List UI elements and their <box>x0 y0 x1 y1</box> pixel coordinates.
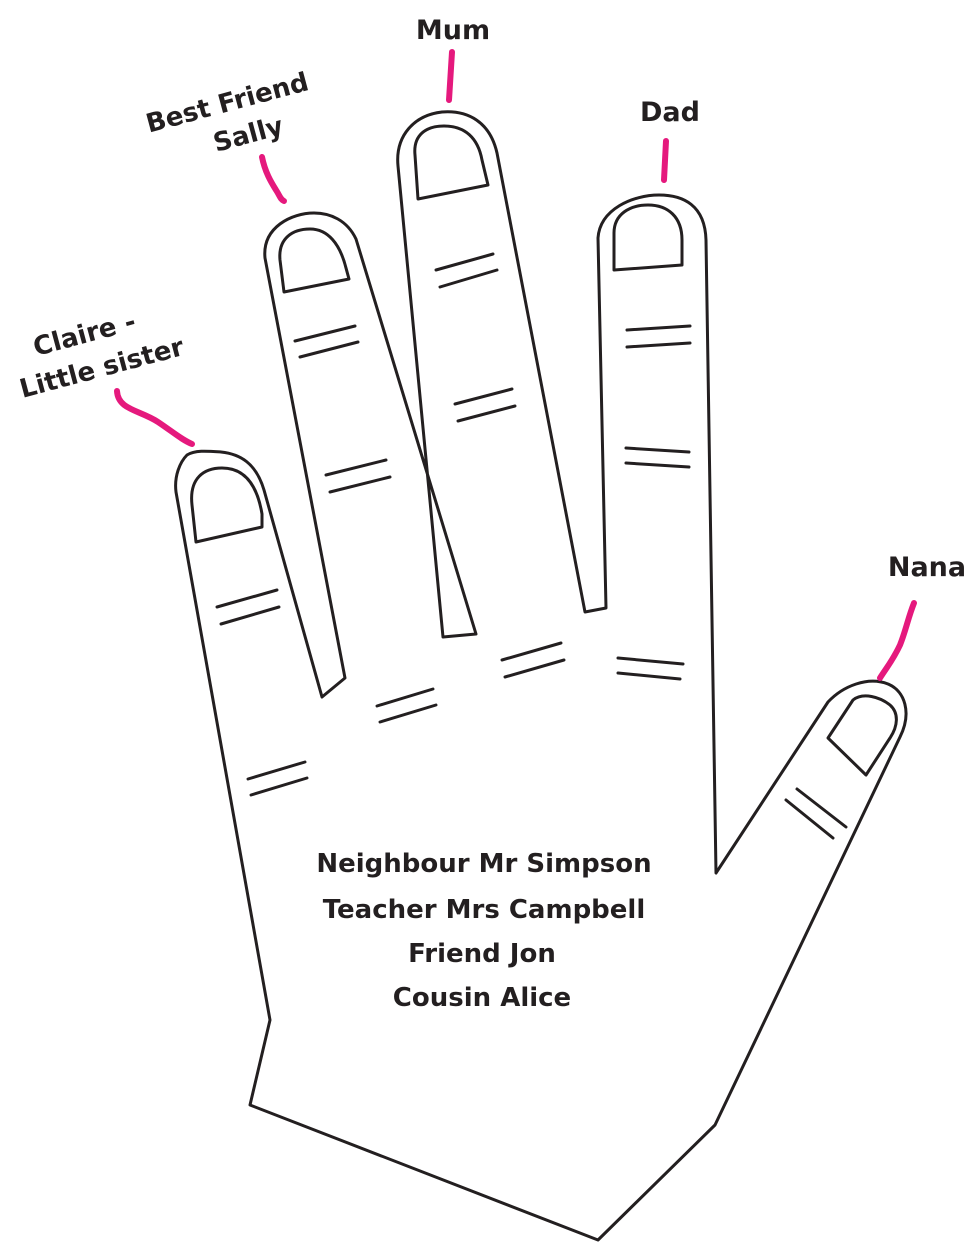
middle-label: Mum <box>416 15 490 46</box>
thumb-pointer <box>117 391 192 444</box>
ring-label: Dad <box>640 97 700 128</box>
palm-line-4: Cousin Alice <box>393 983 571 1013</box>
ring-pointer <box>664 141 666 180</box>
little-pointer <box>880 603 914 678</box>
index-pointer <box>262 157 284 201</box>
hand-outline <box>176 112 906 1240</box>
palm-line-2: Teacher Mrs Campbell <box>323 895 646 925</box>
palm-line-3: Friend Jon <box>408 939 556 969</box>
little-label: Nana <box>888 552 966 583</box>
palm-line-1: Neighbour Mr Simpson <box>316 849 651 879</box>
middle-pointer <box>449 52 452 100</box>
